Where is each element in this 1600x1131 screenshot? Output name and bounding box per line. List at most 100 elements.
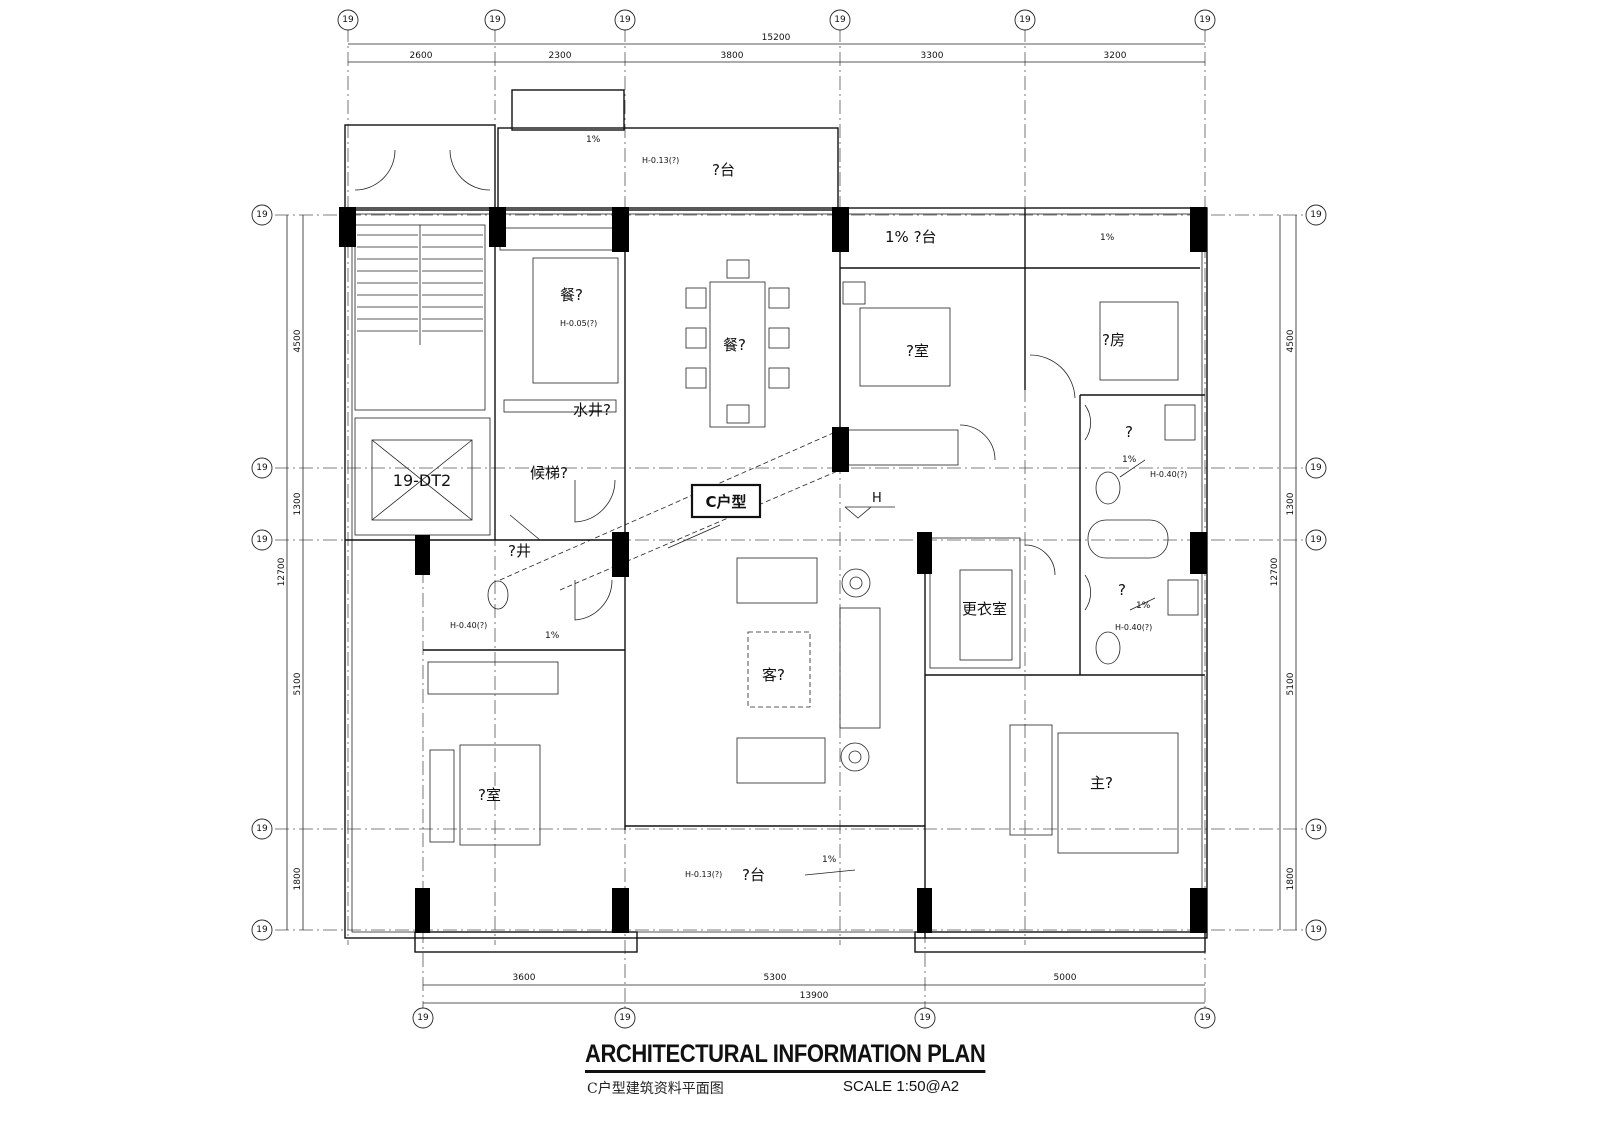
grid-bubble: 19 bbox=[251, 457, 273, 479]
slope-label: 1% bbox=[1136, 601, 1151, 611]
grid-bubble: 19 bbox=[914, 1007, 936, 1029]
grid-bubble: 19 bbox=[1194, 9, 1216, 31]
grid-bubble: 19 bbox=[1305, 818, 1327, 840]
elevation-label: H-0.05(?) bbox=[560, 319, 597, 328]
grid-bubble: 19 bbox=[1305, 457, 1327, 479]
elevation-label: H-0.40(?) bbox=[1115, 623, 1152, 632]
elevation-label: H-0.13(?) bbox=[685, 870, 722, 879]
room-label: ?室 bbox=[906, 342, 929, 360]
room-label: ?井 bbox=[508, 542, 531, 560]
dim-left-3: 5100 bbox=[293, 672, 303, 695]
dim-left-total: 12700 bbox=[277, 557, 287, 586]
slope-label: 1% bbox=[1100, 233, 1115, 243]
stair bbox=[354, 149, 491, 411]
dimension-lines bbox=[286, 43, 1297, 1004]
grid-bubble: 19 bbox=[829, 9, 851, 31]
grid-bubble: 19 bbox=[1305, 919, 1327, 941]
dim-right-2: 1300 bbox=[1286, 492, 1296, 515]
level-marker: H bbox=[872, 491, 882, 506]
svg-text:19: 19 bbox=[256, 463, 268, 473]
grid-bubble: 19 bbox=[614, 9, 636, 31]
slope-label: 1% bbox=[822, 855, 837, 865]
svg-text:19: 19 bbox=[256, 535, 268, 545]
slope-label: 1% bbox=[545, 631, 560, 641]
dim-bottom-2: 5300 bbox=[764, 973, 787, 983]
furniture bbox=[427, 227, 1199, 854]
dim-top-3: 3800 bbox=[721, 51, 744, 61]
room-label: ?台 bbox=[742, 866, 765, 884]
drawing-subtitle: C户型建筑资料平面图 bbox=[587, 1081, 724, 1097]
room-label: ?室 bbox=[478, 786, 501, 804]
svg-text:19: 19 bbox=[489, 15, 501, 25]
grid-bubble: 19 bbox=[251, 818, 273, 840]
dim-top-2: 2300 bbox=[549, 51, 572, 61]
room-label: ?房 bbox=[1102, 331, 1125, 349]
grid-bubble: 19 bbox=[1194, 1007, 1216, 1029]
dim-right-4: 1800 bbox=[1286, 867, 1296, 890]
elevation-label: H-0.40(?) bbox=[450, 621, 487, 630]
dim-top-4: 3300 bbox=[921, 51, 944, 61]
dim-right-3: 5100 bbox=[1286, 672, 1296, 695]
elevation-label: H-0.40(?) bbox=[1150, 470, 1187, 479]
grid-bubble: 19 bbox=[251, 529, 273, 551]
title-block: ARCHITECTURAL INFORMATION PLAN C户型建筑资料平面… bbox=[585, 1040, 986, 1110]
grid-bubble: 19 bbox=[614, 1007, 636, 1029]
room-label: 水井? bbox=[573, 401, 611, 419]
room-label: ? bbox=[1118, 581, 1126, 599]
doors bbox=[509, 354, 1091, 621]
svg-text:19: 19 bbox=[1310, 210, 1322, 220]
dim-right-1: 4500 bbox=[1286, 329, 1296, 352]
grid-lines bbox=[275, 28, 1305, 1020]
svg-text:19: 19 bbox=[1310, 535, 1322, 545]
room-label: 餐? bbox=[723, 336, 746, 354]
svg-text:19: 19 bbox=[1199, 15, 1211, 25]
room-label: 更衣室 bbox=[962, 600, 1007, 618]
svg-text:19: 19 bbox=[1199, 1013, 1211, 1023]
elevator-label: 19-DT2 bbox=[393, 471, 451, 490]
drawing-title: ARCHITECTURAL INFORMATION PLAN bbox=[585, 1040, 986, 1073]
dim-left-1: 4500 bbox=[293, 329, 303, 352]
svg-text:19: 19 bbox=[1019, 15, 1031, 25]
slope-label: 1% bbox=[586, 135, 601, 145]
dim-top-5: 3200 bbox=[1104, 51, 1127, 61]
grid-bubble: 19 bbox=[412, 1007, 434, 1029]
grid-bubble: 19 bbox=[251, 919, 273, 941]
dim-bottom-3: 5000 bbox=[1054, 973, 1077, 983]
svg-text:19: 19 bbox=[1310, 925, 1322, 935]
svg-text:19: 19 bbox=[619, 1013, 631, 1023]
svg-text:19: 19 bbox=[919, 1013, 931, 1023]
grid-bubble: 19 bbox=[1014, 9, 1036, 31]
dim-right-total: 12700 bbox=[1270, 557, 1280, 586]
svg-text:19: 19 bbox=[256, 210, 268, 220]
svg-text:19: 19 bbox=[1310, 824, 1322, 834]
room-label: 客? bbox=[762, 666, 785, 684]
dim-bottom-total: 13900 bbox=[800, 991, 829, 1001]
grid-bubble: 19 bbox=[484, 9, 506, 31]
dim-top-1: 2600 bbox=[410, 51, 433, 61]
columns bbox=[339, 207, 1207, 933]
room-label: 候梯? bbox=[530, 464, 568, 482]
grid-bubble: 19 bbox=[1305, 529, 1327, 551]
svg-text:19: 19 bbox=[256, 824, 268, 834]
svg-text:19: 19 bbox=[619, 15, 631, 25]
dim-left-4: 1800 bbox=[293, 867, 303, 890]
room-label: ?台 bbox=[712, 161, 735, 179]
grid-bubble: 19 bbox=[1305, 204, 1327, 226]
svg-text:19: 19 bbox=[342, 15, 354, 25]
svg-text:19: 19 bbox=[417, 1013, 429, 1023]
drawing-scale: SCALE 1:50@A2 bbox=[843, 1078, 960, 1095]
dim-top-total: 15200 bbox=[762, 33, 791, 43]
svg-text:19: 19 bbox=[1310, 463, 1322, 473]
room-label: 1% ?台 bbox=[885, 228, 937, 246]
grid-bubble: 19 bbox=[251, 204, 273, 226]
annotation-lines bbox=[499, 429, 1156, 876]
dim-bottom-1: 3600 bbox=[513, 973, 536, 983]
unit-label-box bbox=[690, 483, 762, 519]
room-label: ? bbox=[1125, 423, 1133, 441]
room-label: 餐? bbox=[560, 286, 583, 304]
elevation-label: H-0.13(?) bbox=[642, 156, 679, 165]
walls bbox=[344, 89, 1208, 953]
room-label: 主? bbox=[1090, 774, 1113, 792]
svg-text:19: 19 bbox=[834, 15, 846, 25]
